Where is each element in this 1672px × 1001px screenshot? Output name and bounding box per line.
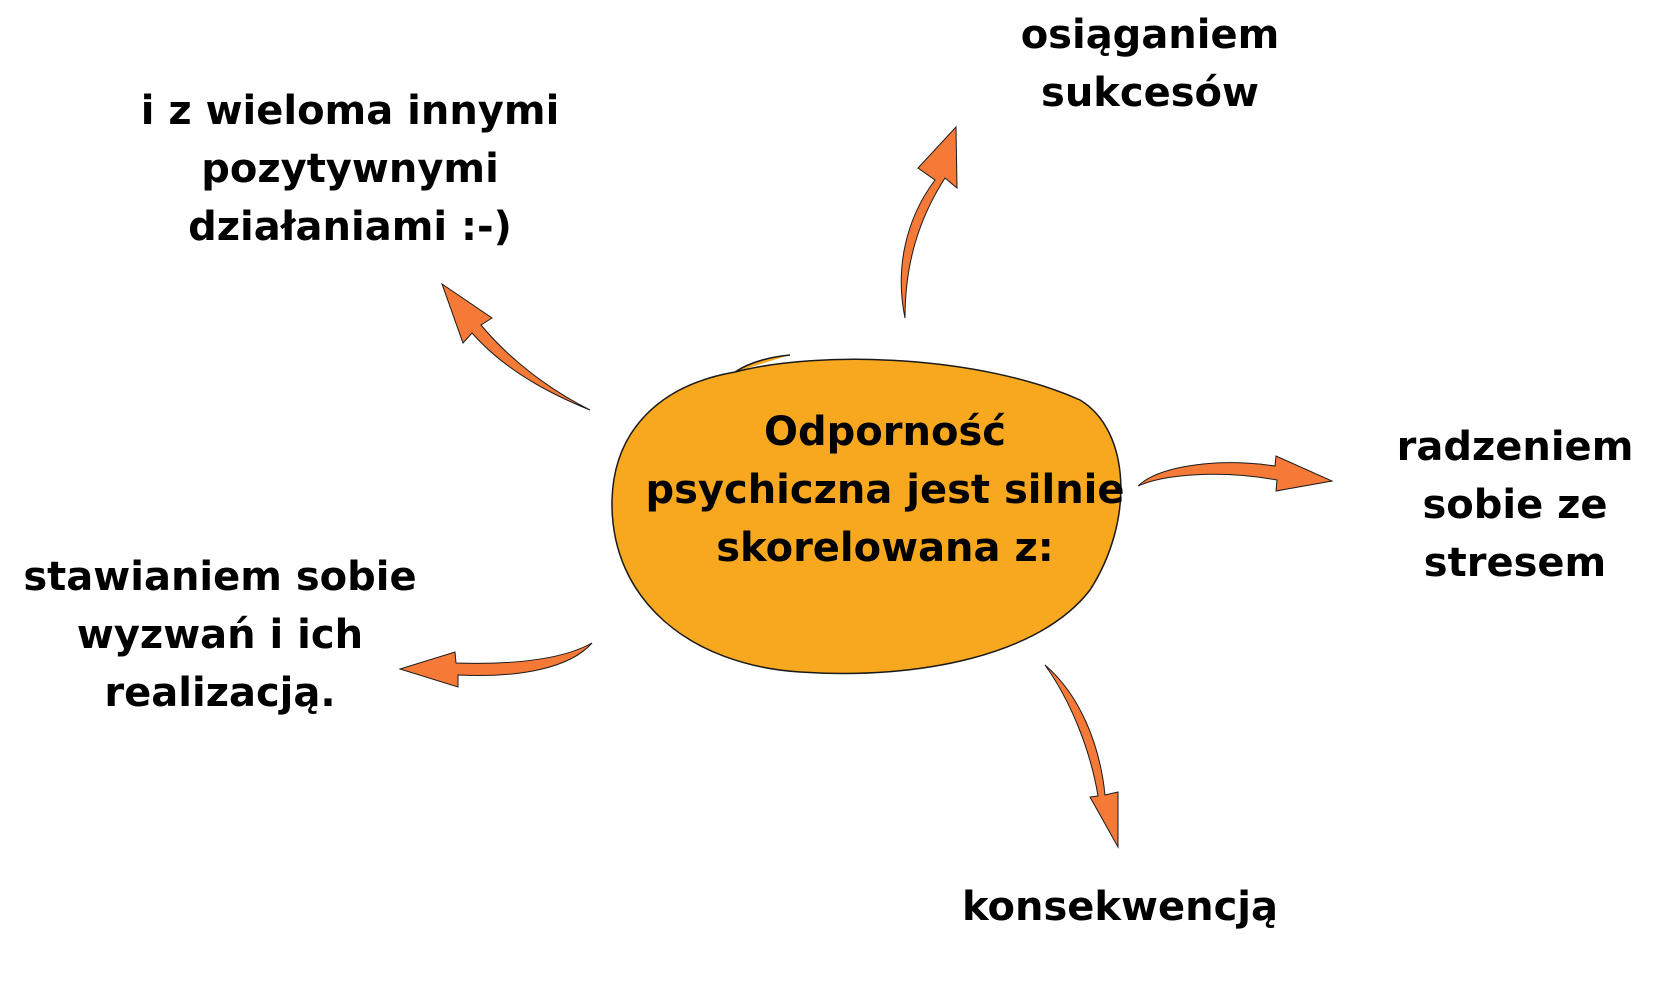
center-line-2: psychiczna jest silnie [645, 467, 1125, 513]
center-line-3: skorelowana z: [716, 525, 1054, 571]
center-label: Odporność psychiczna jest silnie skorelo… [640, 403, 1130, 577]
node-left-line-3: realizacją. [104, 670, 336, 716]
node-right-line-3: stresem [1423, 540, 1607, 586]
node-left: stawianiem sobie wyzwań i ich realizacją… [10, 548, 430, 722]
node-top-left-line-2: pozytywnymi [201, 146, 499, 192]
arrow-down [1044, 664, 1119, 849]
node-top-left-line-1: i z wieloma innymi [140, 88, 560, 134]
node-right-line-2: sobie ze [1422, 482, 1608, 528]
arrow-left [398, 642, 593, 688]
node-left-line-1: stawianiem sobie [23, 554, 417, 600]
node-right-line-1: radzeniem [1396, 424, 1634, 470]
center-ellipse [611, 354, 1122, 675]
node-top-right: osiąganiem sukcesów [1000, 6, 1300, 122]
arrow-right [1137, 455, 1334, 492]
node-top-left: i z wieloma innymi pozytywnymi działania… [120, 82, 580, 256]
arrow-up [900, 125, 958, 319]
node-top-right-line-2: sukcesów [1041, 70, 1259, 116]
node-top-right-line-1: osiąganiem [1020, 12, 1280, 58]
node-right: radzeniem sobie ze stresem [1380, 418, 1650, 592]
node-left-line-2: wyzwań i ich [76, 612, 364, 658]
node-top-left-line-3: działaniami :-) [188, 204, 512, 250]
center-line-1: Odporność [764, 409, 1006, 455]
node-bottom: konsekwencją [950, 878, 1290, 936]
node-bottom-line-1: konsekwencją [962, 884, 1278, 930]
arrow-up-left [441, 282, 591, 411]
